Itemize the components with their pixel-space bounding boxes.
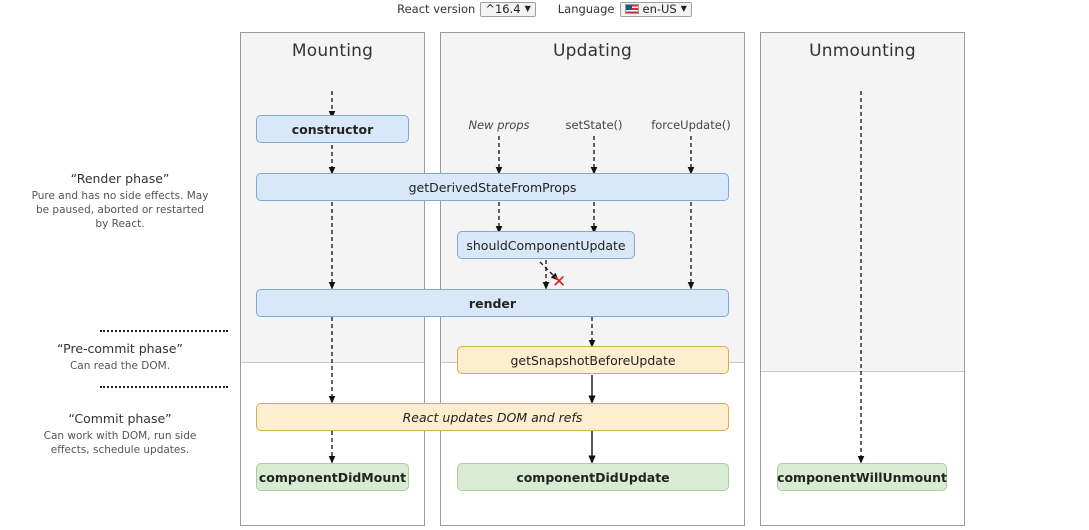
language-select[interactable]: en-US ▼ — [619, 1, 692, 17]
skip-render-x-icon: ✕ — [552, 272, 567, 292]
phase-render: “Render phase” Pure and has no side effe… — [30, 171, 210, 232]
trigger-new-props: New props — [468, 118, 530, 132]
column-title-unmounting: Unmounting — [809, 41, 916, 61]
column-mounting: Mounting — [240, 32, 425, 526]
phase-title: “Render phase” — [70, 171, 170, 186]
column-title-updating: Updating — [553, 41, 632, 61]
phase-desc: Can work with DOM, run side effects, sch… — [43, 430, 197, 457]
chevron-down-icon: ▼ — [524, 4, 531, 13]
column-updating: Updating — [440, 32, 745, 526]
language-label: Language — [557, 2, 615, 16]
box-react-updates-dom-and-refs: React updates DOM and refs — [256, 403, 729, 431]
chevron-down-icon: ▼ — [680, 4, 687, 13]
lifecycle-diagram: Mounting Updating Unmounting — [0, 18, 1089, 530]
trigger-force-update: forceUpdate() — [651, 118, 731, 132]
render-phase-shade — [761, 33, 964, 372]
phase-title: “Pre-commit phase” — [57, 341, 183, 356]
phase-title: “Commit phase” — [68, 411, 172, 426]
us-flag-icon — [624, 4, 639, 14]
phase-divider — [100, 386, 228, 388]
column-unmounting: Unmounting — [760, 32, 965, 526]
box-get-derived-state-from-props[interactable]: getDerivedStateFromProps — [256, 173, 729, 201]
box-component-did-mount[interactable]: componentDidMount — [256, 463, 409, 491]
column-title-mounting: Mounting — [291, 41, 374, 61]
phase-pre-commit: “Pre-commit phase” Can read the DOM. — [30, 341, 210, 373]
box-component-will-unmount[interactable]: componentWillUnmount — [777, 463, 947, 491]
box-get-snapshot-before-update[interactable]: getSnapshotBeforeUpdate — [457, 346, 729, 374]
language-value: en-US — [642, 2, 677, 16]
phase-desc: Pure and has no side effects. May be pau… — [31, 190, 209, 231]
phase-divider — [100, 330, 228, 332]
phase-commit: “Commit phase” Can work with DOM, run si… — [30, 411, 210, 457]
box-should-component-update[interactable]: shouldComponentUpdate — [457, 231, 635, 259]
box-constructor[interactable]: constructor — [256, 115, 409, 143]
toolbar: React version ^16.4 ▼ Language en-US ▼ — [0, 0, 1089, 18]
react-version-control: React version ^16.4 ▼ — [397, 1, 536, 17]
box-render[interactable]: render — [256, 289, 729, 317]
phase-desc: Can read the DOM. — [69, 360, 171, 372]
language-control: Language en-US ▼ — [557, 1, 692, 17]
trigger-set-state: setState() — [565, 118, 623, 132]
react-version-label: React version — [397, 2, 476, 16]
box-component-did-update[interactable]: componentDidUpdate — [457, 463, 729, 491]
react-version-select[interactable]: ^16.4 ▼ — [480, 1, 536, 17]
react-version-value: ^16.4 — [485, 2, 521, 16]
